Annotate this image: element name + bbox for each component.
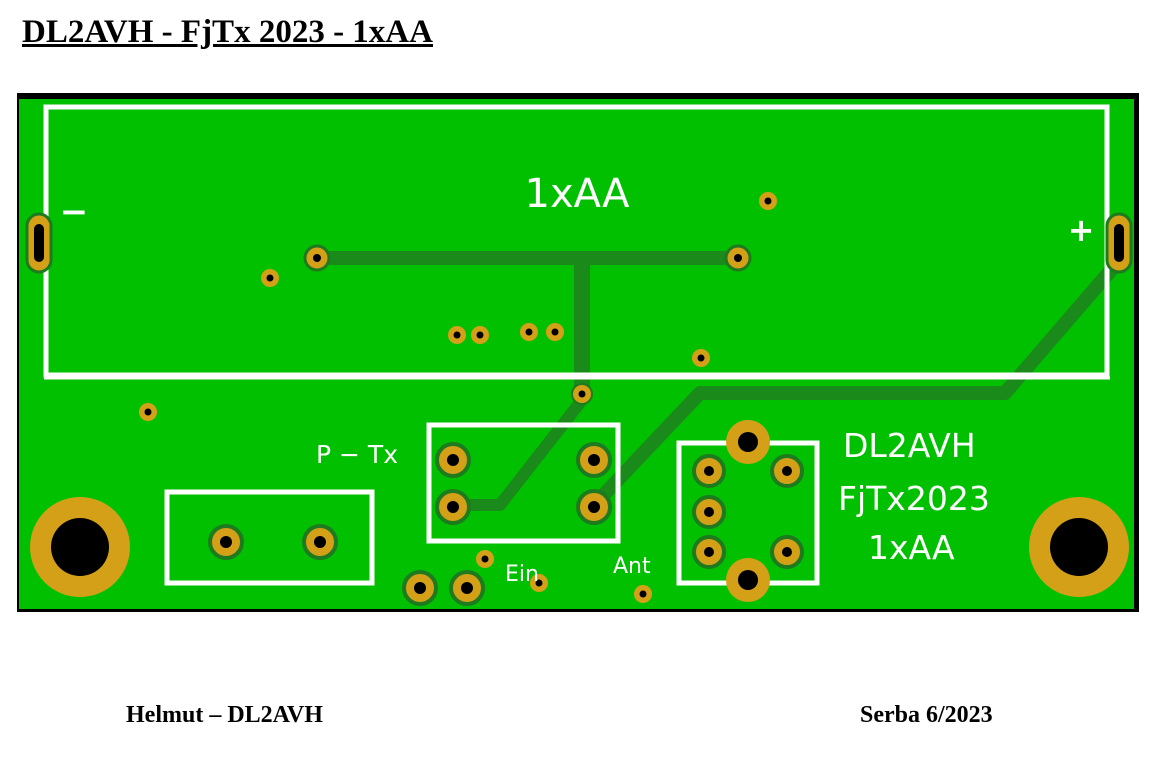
vias	[139, 192, 777, 603]
via	[520, 323, 538, 341]
brand-line-3: 1xAA	[868, 528, 955, 567]
ant-label: Ant	[613, 554, 651, 579]
through-hole-pads	[208, 244, 804, 606]
footer-source: Serba 6/2023	[860, 702, 993, 728]
plus-sign: +	[1068, 211, 1095, 249]
mounting-hole-right	[1029, 497, 1129, 597]
via	[139, 403, 157, 421]
pad	[692, 454, 726, 488]
socket-notch-top	[726, 420, 770, 464]
via	[476, 550, 494, 568]
pad	[303, 244, 331, 272]
pad	[692, 535, 726, 569]
battery-terminal-plus	[1105, 212, 1133, 274]
via	[571, 383, 593, 405]
pad	[435, 489, 471, 525]
ptx-label: P − Tx	[316, 440, 398, 469]
mounting-hole-left	[30, 497, 130, 597]
minus-sign: −	[60, 192, 89, 232]
via	[471, 326, 489, 344]
battery-label: 1xAA	[525, 171, 631, 217]
pad	[302, 524, 338, 560]
brand-line-2: FjTx2023	[838, 479, 990, 518]
via	[261, 269, 279, 287]
via	[448, 326, 466, 344]
pad	[770, 454, 804, 488]
pad	[576, 489, 612, 525]
brand-line-1: DL2AVH	[843, 426, 976, 465]
trace-plus-to-ptx	[587, 255, 1125, 512]
pad	[402, 570, 438, 606]
ptx-outline	[426, 422, 621, 544]
socket-notch-bottom	[726, 558, 770, 602]
connector-outline	[164, 489, 375, 586]
ein-label: Ein	[505, 562, 539, 587]
via	[634, 585, 652, 603]
document-title: DL2AVH - FjTx 2023 - 1xAA	[22, 14, 433, 50]
pad	[724, 244, 752, 272]
via	[530, 574, 548, 592]
pad	[435, 442, 471, 478]
pad	[208, 524, 244, 560]
pad	[449, 570, 485, 606]
battery-terminal-minus	[25, 212, 53, 274]
pad	[692, 495, 726, 529]
via	[692, 349, 710, 367]
pad	[576, 442, 612, 478]
pad	[770, 535, 804, 569]
via	[759, 192, 777, 210]
footer-author: Helmut – DL2AVH	[126, 702, 323, 728]
via	[546, 323, 564, 341]
